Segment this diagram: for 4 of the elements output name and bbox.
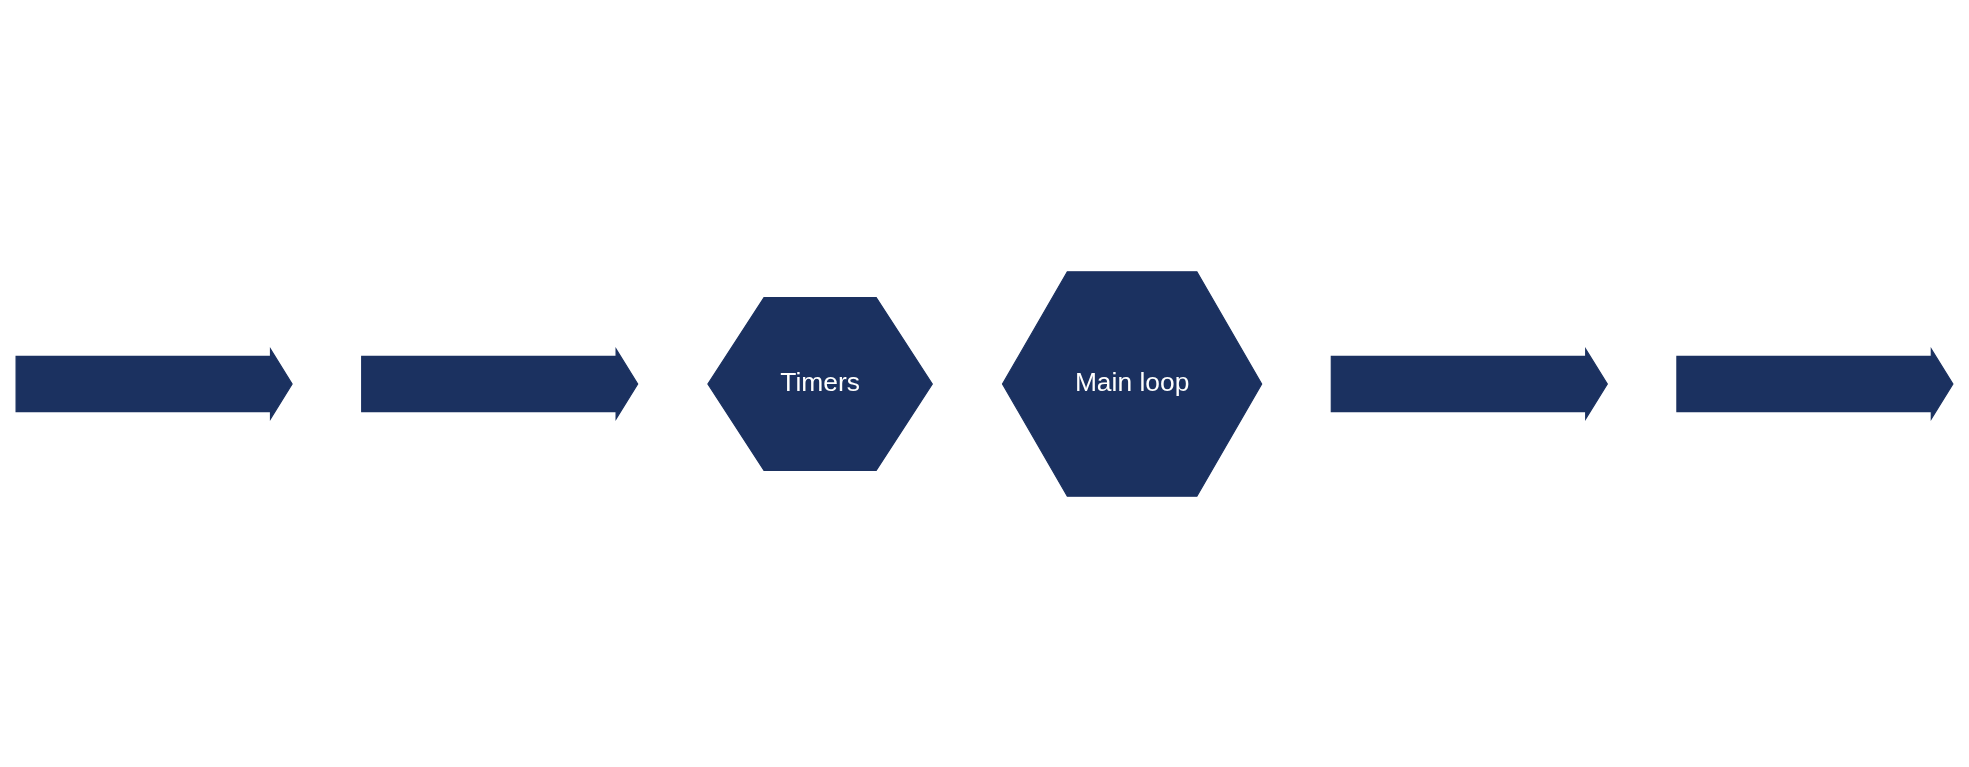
node-arrow bbox=[1330, 346, 1608, 421]
node-arrow bbox=[361, 346, 639, 421]
node-arrow bbox=[15, 346, 293, 421]
node-arrow bbox=[1676, 346, 1954, 421]
